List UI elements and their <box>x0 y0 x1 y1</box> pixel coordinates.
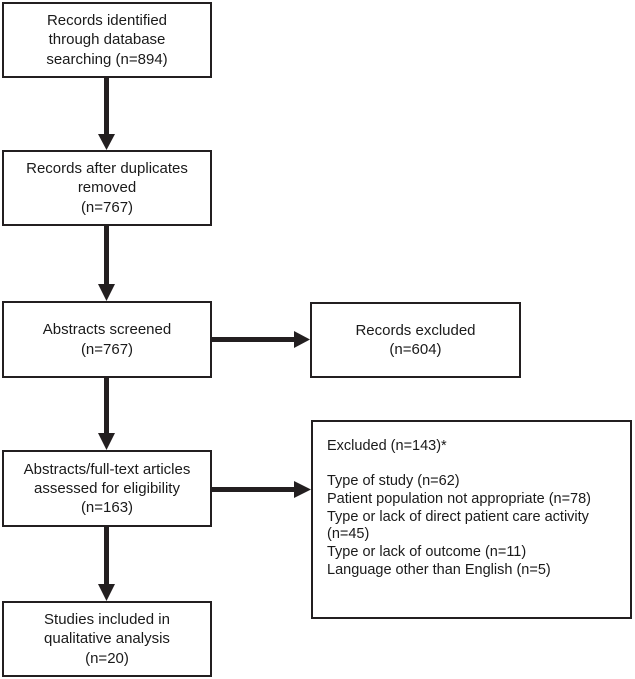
node-studies-included-qualitative-label: Studies included in qualitative analysis… <box>44 611 170 667</box>
node-records-identified-label: Records identified through database sear… <box>46 12 168 68</box>
arrow-duplicates-to-screened <box>98 226 115 301</box>
node-records-excluded-label: Records excluded (n=604) <box>355 321 476 358</box>
arrow-screened-to-excluded <box>212 331 310 348</box>
node-records-after-duplicates-removed: Records after duplicates removed (n=767) <box>2 150 212 226</box>
arrow-screened-to-eligibility <box>98 378 115 450</box>
node-abstracts-full-text-assessed: Abstracts/full-text articles assessed fo… <box>2 450 212 527</box>
node-abstracts-screened-label: Abstracts screened (n=767) <box>42 321 172 358</box>
node-records-after-duplicates-removed-label: Records after duplicates removed (n=767) <box>26 160 188 216</box>
node-excluded-with-reasons: Excluded (n=143)* Type of study (n=62) P… <box>311 420 632 619</box>
arrow-identified-to-duplicates <box>98 78 115 150</box>
node-studies-included-qualitative: Studies included in qualitative analysis… <box>2 601 212 677</box>
node-abstracts-screened: Abstracts screened (n=767) <box>2 301 212 378</box>
arrow-eligibility-to-included <box>98 527 115 601</box>
node-records-identified: Records identified through database sear… <box>2 2 212 78</box>
node-records-excluded: Records excluded (n=604) <box>310 302 521 378</box>
node-abstracts-full-text-assessed-label: Abstracts/full-text articles assessed fo… <box>23 460 191 517</box>
arrow-eligibility-to-reasons <box>212 481 311 498</box>
node-excluded-with-reasons-label: Excluded (n=143)* Type of study (n=62) P… <box>327 438 592 578</box>
